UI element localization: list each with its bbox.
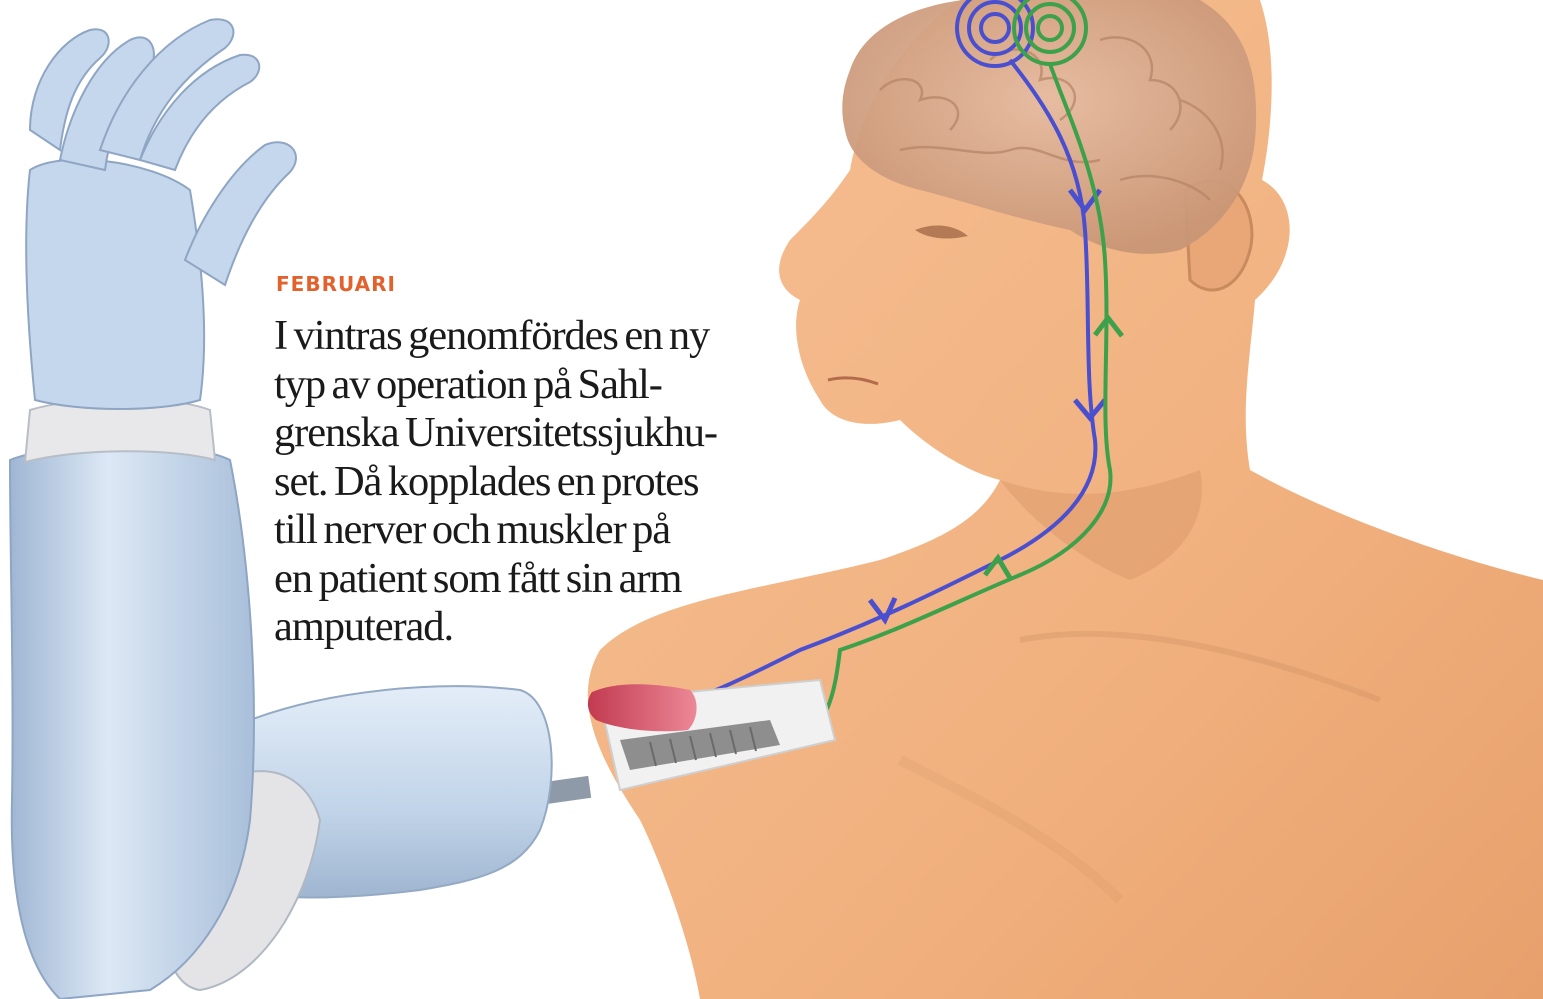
article-caption: FEBRUARI I vintras genomfördes en ny typ… (274, 272, 734, 652)
prosthetic-hand (26, 19, 296, 409)
headline: I vintras genomfördes en ny typ av opera… (274, 312, 734, 652)
kicker: FEBRUARI (276, 272, 734, 296)
